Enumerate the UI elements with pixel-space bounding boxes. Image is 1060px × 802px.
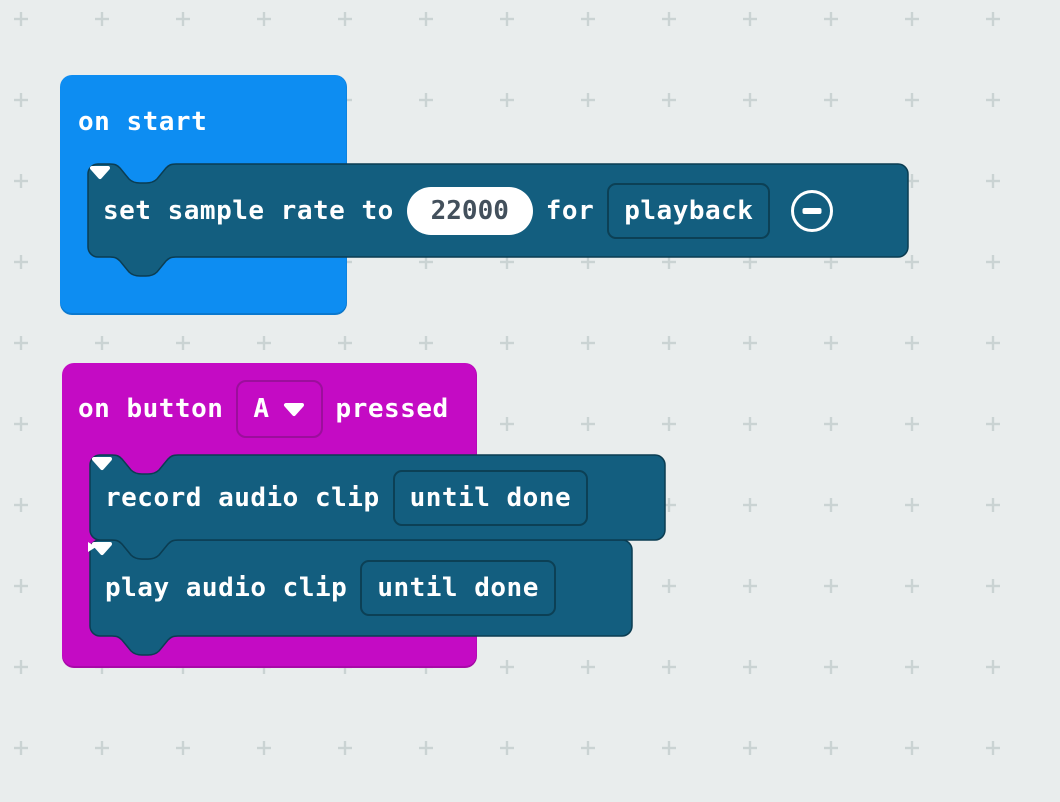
button-dropdown[interactable]: A bbox=[236, 380, 323, 438]
for-label: for bbox=[545, 195, 595, 226]
record-mode-dropdown[interactable]: until done bbox=[92, 457, 589, 526]
block-record-audio-clip[interactable]: record audio clip until done bbox=[89, 454, 666, 560]
collapse-minus-icon[interactable] bbox=[791, 189, 834, 232]
set-sample-rate-label: set sample rate to bbox=[103, 195, 394, 226]
play-audio-clip-label: play audio clip bbox=[105, 573, 348, 603]
connection-marker bbox=[88, 542, 96, 552]
on-button-label: on button bbox=[78, 394, 224, 424]
block-on-start-label: on start bbox=[78, 107, 208, 137]
minus-bar bbox=[802, 207, 822, 214]
playback-dropdown-value: playback bbox=[624, 195, 754, 226]
sample-rate-value: 22000 bbox=[430, 195, 509, 226]
statement-shape bbox=[89, 454, 666, 560]
pressed-label: pressed bbox=[335, 394, 449, 424]
record-mode-dropdown-value: until done bbox=[409, 482, 572, 513]
sample-rate-value-field[interactable]: 22000 bbox=[406, 186, 533, 235]
block-set-sample-rate[interactable]: set sample rate to 22000 for playback bbox=[87, 163, 909, 277]
button-dropdown-value: A bbox=[253, 394, 270, 424]
play-mode-dropdown[interactable]: until done bbox=[92, 542, 556, 616]
chevron-down-icon bbox=[283, 403, 304, 416]
playback-dropdown[interactable]: playback bbox=[90, 166, 771, 239]
play-mode-dropdown-value: until done bbox=[377, 573, 539, 603]
chevron-down-icon bbox=[92, 457, 112, 470]
chevron-down-icon bbox=[92, 542, 112, 555]
statement-body bbox=[89, 454, 666, 560]
block-play-audio-clip[interactable]: play audio clip until done bbox=[89, 539, 633, 656]
record-audio-clip-label: record audio clip bbox=[105, 482, 380, 513]
chevron-down-icon bbox=[90, 166, 110, 179]
